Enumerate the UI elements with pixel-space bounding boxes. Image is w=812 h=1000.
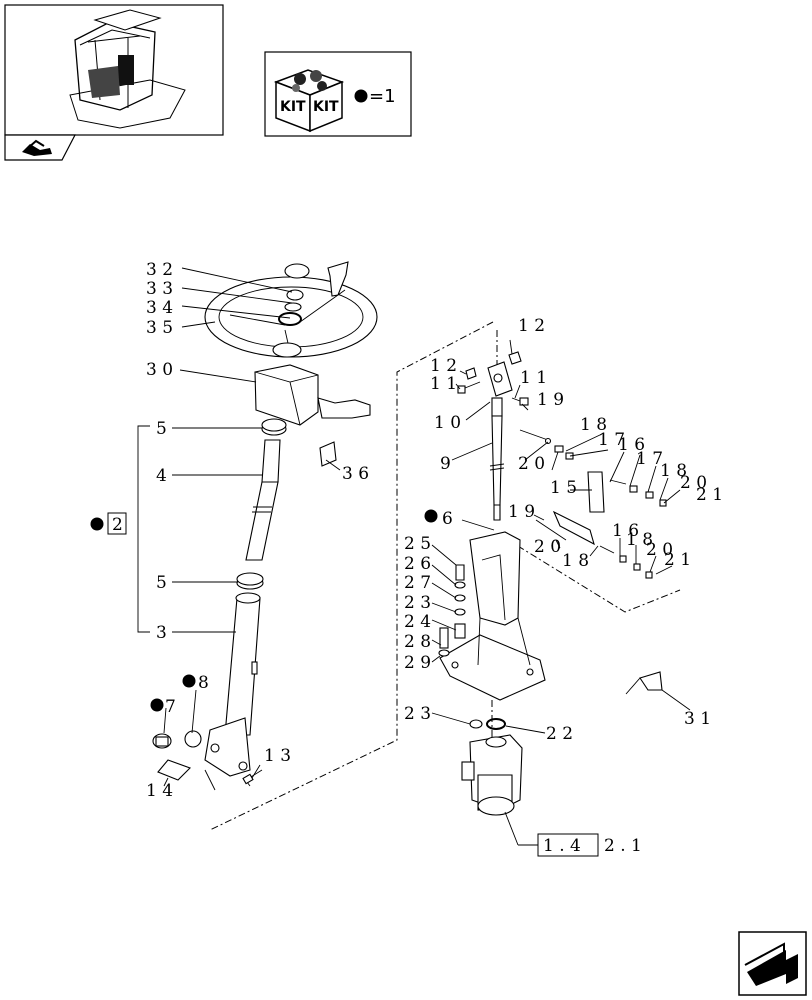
callout-10[interactable]: 1 0	[434, 413, 461, 433]
kit-bullet-icon	[354, 89, 368, 103]
callout-22[interactable]: 2 2	[546, 724, 573, 744]
callout-33[interactable]: 3 3	[146, 279, 173, 299]
callout-23-upper[interactable]: 2 3	[404, 593, 431, 613]
callout-9[interactable]: 9	[440, 454, 451, 474]
group-bracket	[137, 425, 150, 633]
callout-26[interactable]: 2 6	[404, 554, 431, 574]
callout-20-upper[interactable]: 2 0	[518, 454, 545, 474]
callout-36[interactable]: 3 6	[342, 464, 369, 484]
callout-28[interactable]: 2 8	[404, 632, 431, 652]
callout-12-top[interactable]: 1 2	[518, 316, 545, 336]
thumbnail-panel[interactable]	[4, 4, 224, 136]
kit-label-right: KIT	[313, 99, 339, 115]
callout-29[interactable]: 2 9	[404, 653, 431, 673]
reference-suffix-label: 2 . 1	[604, 836, 642, 856]
callout-18-c[interactable]: 1 8	[626, 530, 653, 550]
callout-16-upper[interactable]: 1 6	[618, 435, 645, 455]
boundary-line-right	[504, 537, 681, 613]
steering-wheel-assembly	[152, 261, 378, 787]
callout-13[interactable]: 1 3	[264, 746, 291, 766]
callout-15[interactable]: 1 5	[550, 478, 577, 498]
callout-35[interactable]: 3 5	[146, 318, 173, 338]
callout-27[interactable]: 2 7	[404, 573, 431, 593]
reference-boxed-label: 1 . 4	[543, 836, 581, 856]
callout-31[interactable]: 3 1	[684, 709, 711, 729]
callout-14[interactable]: 1 4	[146, 781, 173, 801]
back-arrow-icon	[22, 139, 52, 156]
back-arrow-tab[interactable]	[4, 134, 76, 161]
steering-column-assembly	[438, 351, 667, 816]
callout-4[interactable]: 4	[156, 466, 167, 486]
callout-24[interactable]: 2 4	[404, 612, 431, 632]
callout-8[interactable]: 8	[198, 673, 209, 693]
callout-32[interactable]: 3 2	[146, 260, 173, 280]
kit-box-icon: KIT KIT	[273, 69, 345, 133]
callout-18-upper[interactable]: 1 8	[580, 415, 607, 435]
callout-11-right[interactable]: 1 1	[520, 368, 547, 388]
callout-17-b[interactable]: 1 7	[636, 449, 663, 469]
callout-34[interactable]: 3 4	[146, 298, 173, 318]
callout-2-box	[107, 512, 127, 535]
kit-bullet-7-icon	[150, 698, 164, 712]
boundary-line	[209, 321, 494, 831]
callout-30[interactable]: 3 0	[146, 360, 173, 380]
callout-20-c[interactable]: 2 0	[534, 537, 561, 557]
callout-21-lower[interactable]: 2 1	[664, 550, 691, 570]
kit-bullet-2-icon	[90, 517, 104, 531]
callout-2[interactable]: 2	[112, 515, 123, 535]
next-page-button[interactable]	[738, 931, 807, 996]
callout-5-lower[interactable]: 5	[156, 573, 167, 593]
callout-6[interactable]: 6	[442, 509, 453, 529]
callout-5-upper[interactable]: 5	[156, 419, 167, 439]
callout-16-lower[interactable]: 1 6	[612, 521, 639, 541]
callout-11-left[interactable]: 1 1	[430, 374, 457, 394]
callout-17-upper[interactable]: 1 7	[598, 430, 625, 450]
callout-23-lower[interactable]: 2 3	[404, 704, 431, 724]
callout-labels: 3 2 3 3 3 4 3 5 3 0 5 4 2 3 6 5 3 8 7 1 …	[112, 260, 723, 801]
callout-20-d[interactable]: 2 0	[646, 540, 673, 560]
callout-3[interactable]: 3	[156, 623, 167, 643]
callout-19-lower[interactable]: 1 9	[508, 502, 535, 522]
callout-19-upper[interactable]: 1 9	[537, 390, 564, 410]
callout-20-b[interactable]: 2 0	[680, 473, 707, 493]
callout-21-upper[interactable]: 2 1	[696, 485, 723, 505]
tractor-cab-thumbnail-icon	[69, 9, 186, 129]
callout-7[interactable]: 7	[165, 697, 176, 717]
kit-bullet-6-icon	[424, 509, 438, 523]
callout-25[interactable]: 2 5	[404, 534, 431, 554]
leader-lines	[163, 267, 691, 846]
next-page-arrow-icon	[744, 942, 798, 986]
callout-18-d[interactable]: 1 8	[562, 551, 589, 571]
kit-equals-label: =1	[369, 86, 396, 107]
callout-12-left[interactable]: 1 2	[430, 356, 457, 376]
reference-link[interactable]: 1 . 4 2 . 1	[518, 833, 642, 857]
kit-bullet-8-icon	[182, 674, 196, 688]
kit-label-left: KIT	[280, 99, 306, 115]
kit-legend-box: KIT KIT =1	[264, 51, 412, 137]
callout-18-b[interactable]: 1 8	[660, 461, 687, 481]
